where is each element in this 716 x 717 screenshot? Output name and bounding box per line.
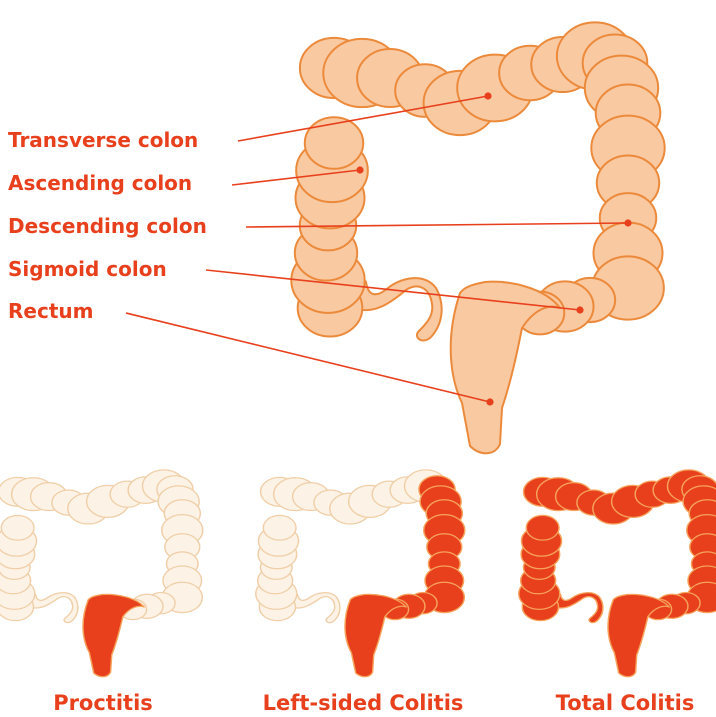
segment-ascending bbox=[519, 515, 562, 620]
segment-rectum bbox=[608, 594, 669, 676]
segment-rectum bbox=[451, 282, 560, 454]
label-ascending-colon: Ascending colon bbox=[8, 171, 192, 195]
label-descending-colon: Descending colon bbox=[8, 214, 207, 238]
segment-transverse bbox=[261, 470, 448, 524]
label-sigmoid-colon: Sigmoid colon bbox=[8, 257, 167, 281]
segment-transverse bbox=[524, 470, 711, 524]
label-transverse-colon: Transverse colon bbox=[8, 128, 198, 152]
segment-ascending bbox=[256, 515, 299, 620]
segment-rectum bbox=[83, 594, 144, 676]
total-colitis-illustration bbox=[519, 470, 716, 677]
anchor-dot-rectum bbox=[486, 398, 493, 405]
label-rectum: Rectum bbox=[8, 299, 93, 323]
left-sided-colitis-illustration bbox=[256, 470, 465, 677]
segment-ascending bbox=[0, 515, 37, 620]
segment-transverse bbox=[0, 470, 185, 524]
segment-rectum bbox=[345, 594, 406, 676]
anchor-dot-ascending bbox=[356, 166, 363, 173]
proctitis-illustration bbox=[0, 470, 203, 677]
caption-left-sided-colitis: Left-sided Colitis bbox=[263, 691, 464, 715]
segment-transverse bbox=[300, 22, 633, 135]
caption-proctitis: Proctitis bbox=[53, 691, 153, 715]
caption-total-colitis: Total Colitis bbox=[556, 691, 695, 715]
colon-illustration bbox=[291, 22, 664, 453]
anchor-dot-descending bbox=[624, 219, 631, 226]
label-leaders bbox=[126, 92, 632, 405]
anchor-dot-transverse bbox=[484, 92, 491, 99]
anchor-dot-sigmoid bbox=[576, 306, 583, 313]
